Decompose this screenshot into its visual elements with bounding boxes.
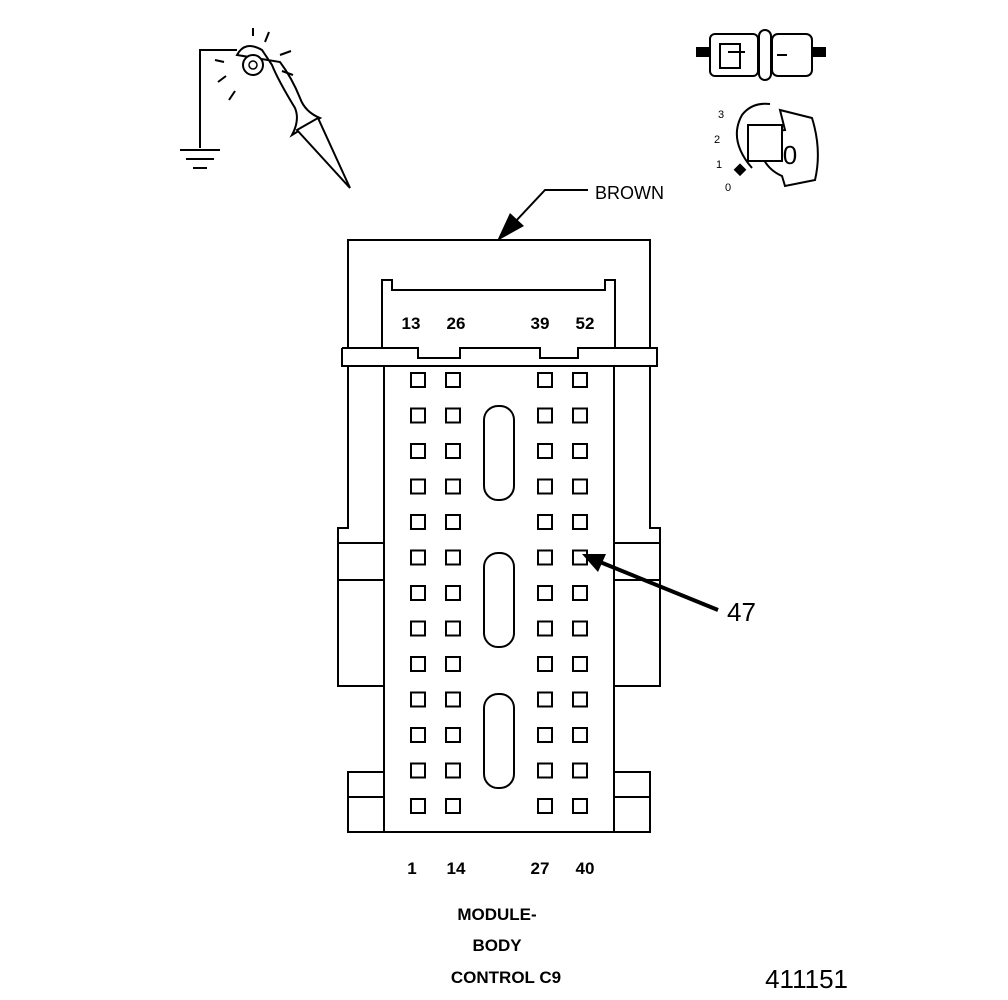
pin-cavity (572, 443, 588, 459)
pin-cavity (410, 407, 426, 424)
pin-cavity (410, 549, 426, 566)
pin-cavity (445, 514, 461, 530)
pin-cavity (445, 549, 461, 566)
bottom-pin-labels: 1 14 27 40 (407, 859, 594, 878)
polarization-slot (483, 405, 515, 501)
pin-label-27: 27 (531, 859, 550, 878)
pin-cavity (572, 407, 588, 424)
ignition-switch-icon: 0 3 2 1 0 (714, 102, 819, 194)
pin-cavity (537, 514, 553, 530)
pin-cavity (410, 656, 426, 672)
ignition-position-1: 1 (716, 159, 722, 171)
ignition-position-0: 0 (725, 182, 731, 194)
pin-cavity (410, 585, 426, 601)
pin-cavity (572, 585, 588, 601)
pin-cavity (410, 478, 426, 495)
pin-label-52: 52 (576, 314, 595, 333)
pin-cavity (537, 691, 553, 708)
pin-cavity (572, 620, 588, 637)
pin-cavity (445, 798, 461, 814)
pin-cavity (537, 443, 553, 459)
pin-cavity (410, 443, 426, 459)
pin-cavity (410, 620, 426, 637)
pin-callout: 47 (582, 554, 756, 627)
pin-cavity (572, 478, 588, 495)
pin-cavity (410, 727, 426, 743)
pin-label-26: 26 (447, 314, 466, 333)
ignition-key-label: 0 (783, 140, 797, 170)
pin-cavity (537, 407, 553, 424)
pin-cavity (445, 443, 461, 459)
pin-cavity (410, 691, 426, 708)
caption-line-3: CONTROL C9 (451, 968, 561, 987)
ignition-position-2: 2 (714, 134, 720, 146)
pin-cavity (445, 372, 461, 388)
pin-grid (410, 372, 588, 814)
pin-cavity (572, 762, 588, 779)
pin-cavity (445, 585, 461, 601)
pin-cavity (572, 727, 588, 743)
pin-cavity (445, 691, 461, 708)
pin-cavity (537, 478, 553, 495)
pin-cavity (445, 656, 461, 672)
pin-cavity (572, 691, 588, 708)
pin-cavity (537, 585, 553, 601)
pin-cavity (410, 372, 426, 388)
pin-label-1: 1 (407, 859, 416, 878)
pin-cavity (572, 372, 588, 388)
pin-cavity (410, 762, 426, 779)
caption-line-2: BODY (472, 936, 522, 955)
polarization-slot (483, 693, 515, 789)
pin-cavity (445, 727, 461, 743)
pin-cavity (537, 656, 553, 672)
pin-cavity (445, 407, 461, 424)
pin-cavity (537, 762, 553, 779)
pin-cavity (445, 620, 461, 637)
connector-body (337, 239, 661, 833)
pin-cavity (537, 727, 553, 743)
pin-cavity (537, 620, 553, 637)
pin-cavity (572, 549, 588, 566)
wire-color-label: BROWN (595, 183, 664, 203)
pin-cavity (410, 514, 426, 530)
caption-line-1: MODULE- (457, 905, 536, 924)
connector-caption: MODULE- BODY CONTROL C9 (451, 905, 561, 987)
figure-number: 411151 (765, 964, 848, 994)
top-pin-labels: 13 26 39 52 (402, 314, 595, 333)
pin-callout-label: 47 (727, 597, 756, 627)
pin-cavity (537, 549, 553, 566)
pin-label-14: 14 (447, 859, 466, 878)
connector-disconnected-icon (696, 29, 826, 81)
pin-cavity (537, 372, 553, 388)
pin-cavity (572, 656, 588, 672)
ignition-position-3: 3 (718, 109, 724, 121)
pin-cavity (410, 798, 426, 814)
pin-label-40: 40 (576, 859, 595, 878)
polarization-slot (483, 552, 515, 648)
pin-label-13: 13 (402, 314, 421, 333)
pin-cavity (537, 798, 553, 814)
pin-cavity (445, 478, 461, 495)
pin-cavity (445, 762, 461, 779)
wire-color-callout: BROWN (497, 183, 664, 241)
pin-cavity (572, 514, 588, 530)
ground-symbol-icon (180, 149, 220, 169)
test-light-icon (180, 28, 351, 189)
pin-cavity (572, 798, 588, 814)
pin-label-39: 39 (531, 314, 550, 333)
